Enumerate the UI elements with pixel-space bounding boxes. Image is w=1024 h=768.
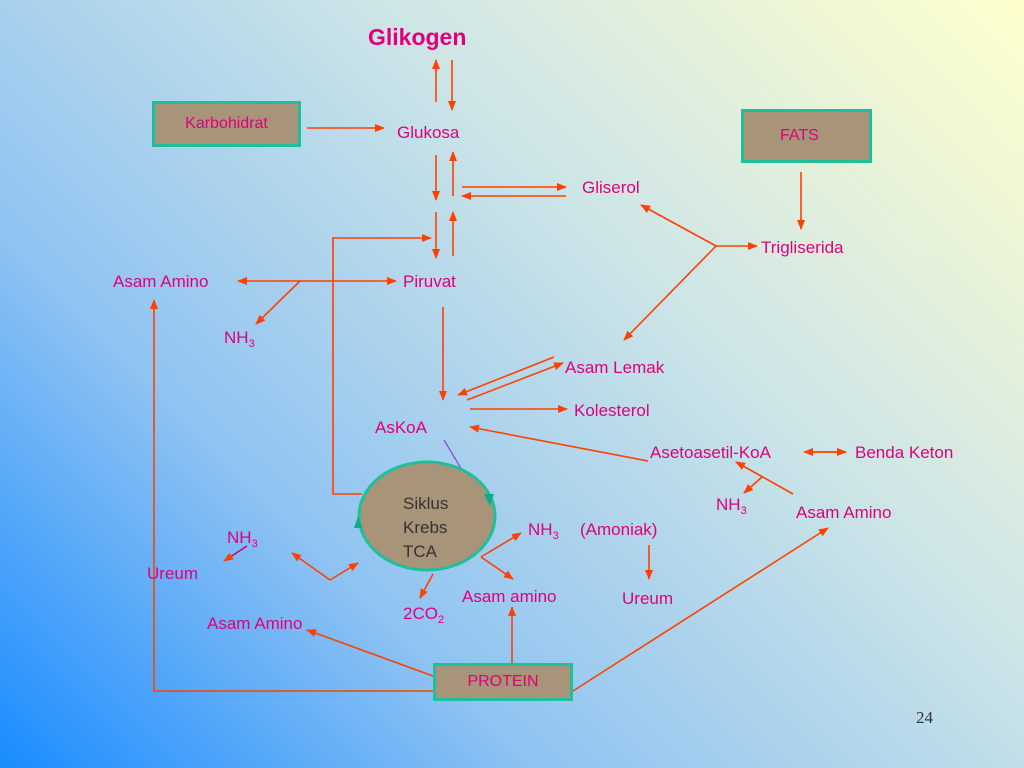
- line-askoa-to-siklus: [443, 439, 463, 471]
- arrow-siklus-to-piruvat: [332, 234, 432, 495]
- nh3-right-label: NH3: [716, 495, 747, 517]
- nh3-right-text: NH: [716, 495, 741, 514]
- siklus-arrowhead-right: [484, 494, 494, 506]
- arrow-trig-to-asam-lemak: [623, 245, 717, 341]
- arrow-to-siklus: [329, 562, 359, 581]
- arrow-siklus-to-asam-amino: [480, 556, 514, 580]
- piruvat-label: Piruvat: [403, 272, 456, 291]
- nh3-center-sub: 3: [552, 530, 559, 542]
- page-number: 24: [916, 708, 933, 727]
- arrow-from-siklus: [291, 552, 331, 581]
- nh3-right-sub: 3: [740, 505, 747, 517]
- benda-keton-label: Benda Keton: [855, 443, 954, 462]
- fats-box: FATS: [741, 109, 872, 163]
- arrow-protein-to-asam-amino-ll: [306, 629, 434, 677]
- siklus-line-2: Krebs: [403, 518, 448, 537]
- siklus-arrowhead-left: [354, 516, 362, 528]
- protein-label: PROTEIN: [467, 673, 539, 690]
- nh3-left-text: NH: [224, 328, 249, 347]
- askoa-label: AsKoA: [375, 418, 427, 437]
- arrow-to-nh3-left: [255, 280, 301, 325]
- asam-amino-right-label: Asam Amino: [796, 503, 892, 522]
- protein-box: PROTEIN: [433, 663, 573, 701]
- asam-lemak-label: Asam Lemak: [565, 358, 665, 377]
- arrow-asam-lemak-to-askoa: [457, 356, 555, 396]
- karbohidrat-label: Karbohidrat: [185, 115, 268, 132]
- amoniak-label: (Amoniak): [580, 520, 658, 539]
- arrow-protein-to-asam-amino-top: [150, 299, 433, 692]
- nh3-center-text: NH: [528, 520, 553, 539]
- arrow-trig-to-gliserol: [640, 204, 717, 247]
- fats-label: FATS: [780, 127, 819, 144]
- ureum-left-label: Ureum: [147, 564, 199, 583]
- trigliserida-label: Trigliserida: [761, 238, 844, 257]
- co2-text: 2CO: [403, 604, 438, 623]
- arrow-siklus-to-nh3: [480, 532, 522, 558]
- nh3-lower-left-label: NH3: [227, 528, 258, 550]
- nh3-lower-left-sub: 3: [251, 538, 258, 550]
- glukosa-label: Glukosa: [397, 123, 460, 142]
- gliserol-label: Gliserol: [582, 178, 640, 197]
- arrow-siklus-to-co2: [419, 573, 434, 599]
- arrow-asam-amino-to-asetoasetil: [735, 461, 794, 495]
- arrow-to-nh3-right: [743, 476, 763, 494]
- asetoasetil-label: Asetoasetil-KoA: [650, 443, 771, 462]
- nh3-left-sub: 3: [248, 338, 255, 350]
- asam-amino-lower-left-label: Asam Amino: [207, 614, 303, 633]
- co2-sub: 2: [437, 614, 445, 626]
- nh3-left-label: NH3: [224, 328, 255, 350]
- karbohidrat-box: Karbohidrat: [152, 101, 301, 147]
- nh3-lower-left-text: NH: [227, 528, 252, 547]
- siklus-text: Siklus Krebs TCA: [403, 492, 448, 564]
- siklus-line-1: Siklus: [403, 494, 449, 513]
- arrow-nh3-to-ureum: [223, 545, 248, 562]
- nh3-center-label: NH3: [528, 520, 559, 542]
- arrow-asetoasetil-askoa: [469, 424, 649, 462]
- asam-amino-center-label: Asam amino: [462, 587, 557, 606]
- arrow-protein-to-asam-amino-right: [572, 527, 829, 692]
- ureum-center-label: Ureum: [622, 589, 674, 608]
- glikogen-label: Glikogen: [368, 24, 467, 50]
- asam-amino-top-label: Asam Amino: [113, 272, 209, 291]
- kolesterol-label: Kolesterol: [574, 401, 650, 420]
- co2-label: 2CO2: [403, 604, 445, 626]
- arrow-askoa-to-asam-lemak: [466, 362, 564, 401]
- siklus-circle: [357, 460, 497, 572]
- siklus-line-3: TCA: [403, 542, 437, 561]
